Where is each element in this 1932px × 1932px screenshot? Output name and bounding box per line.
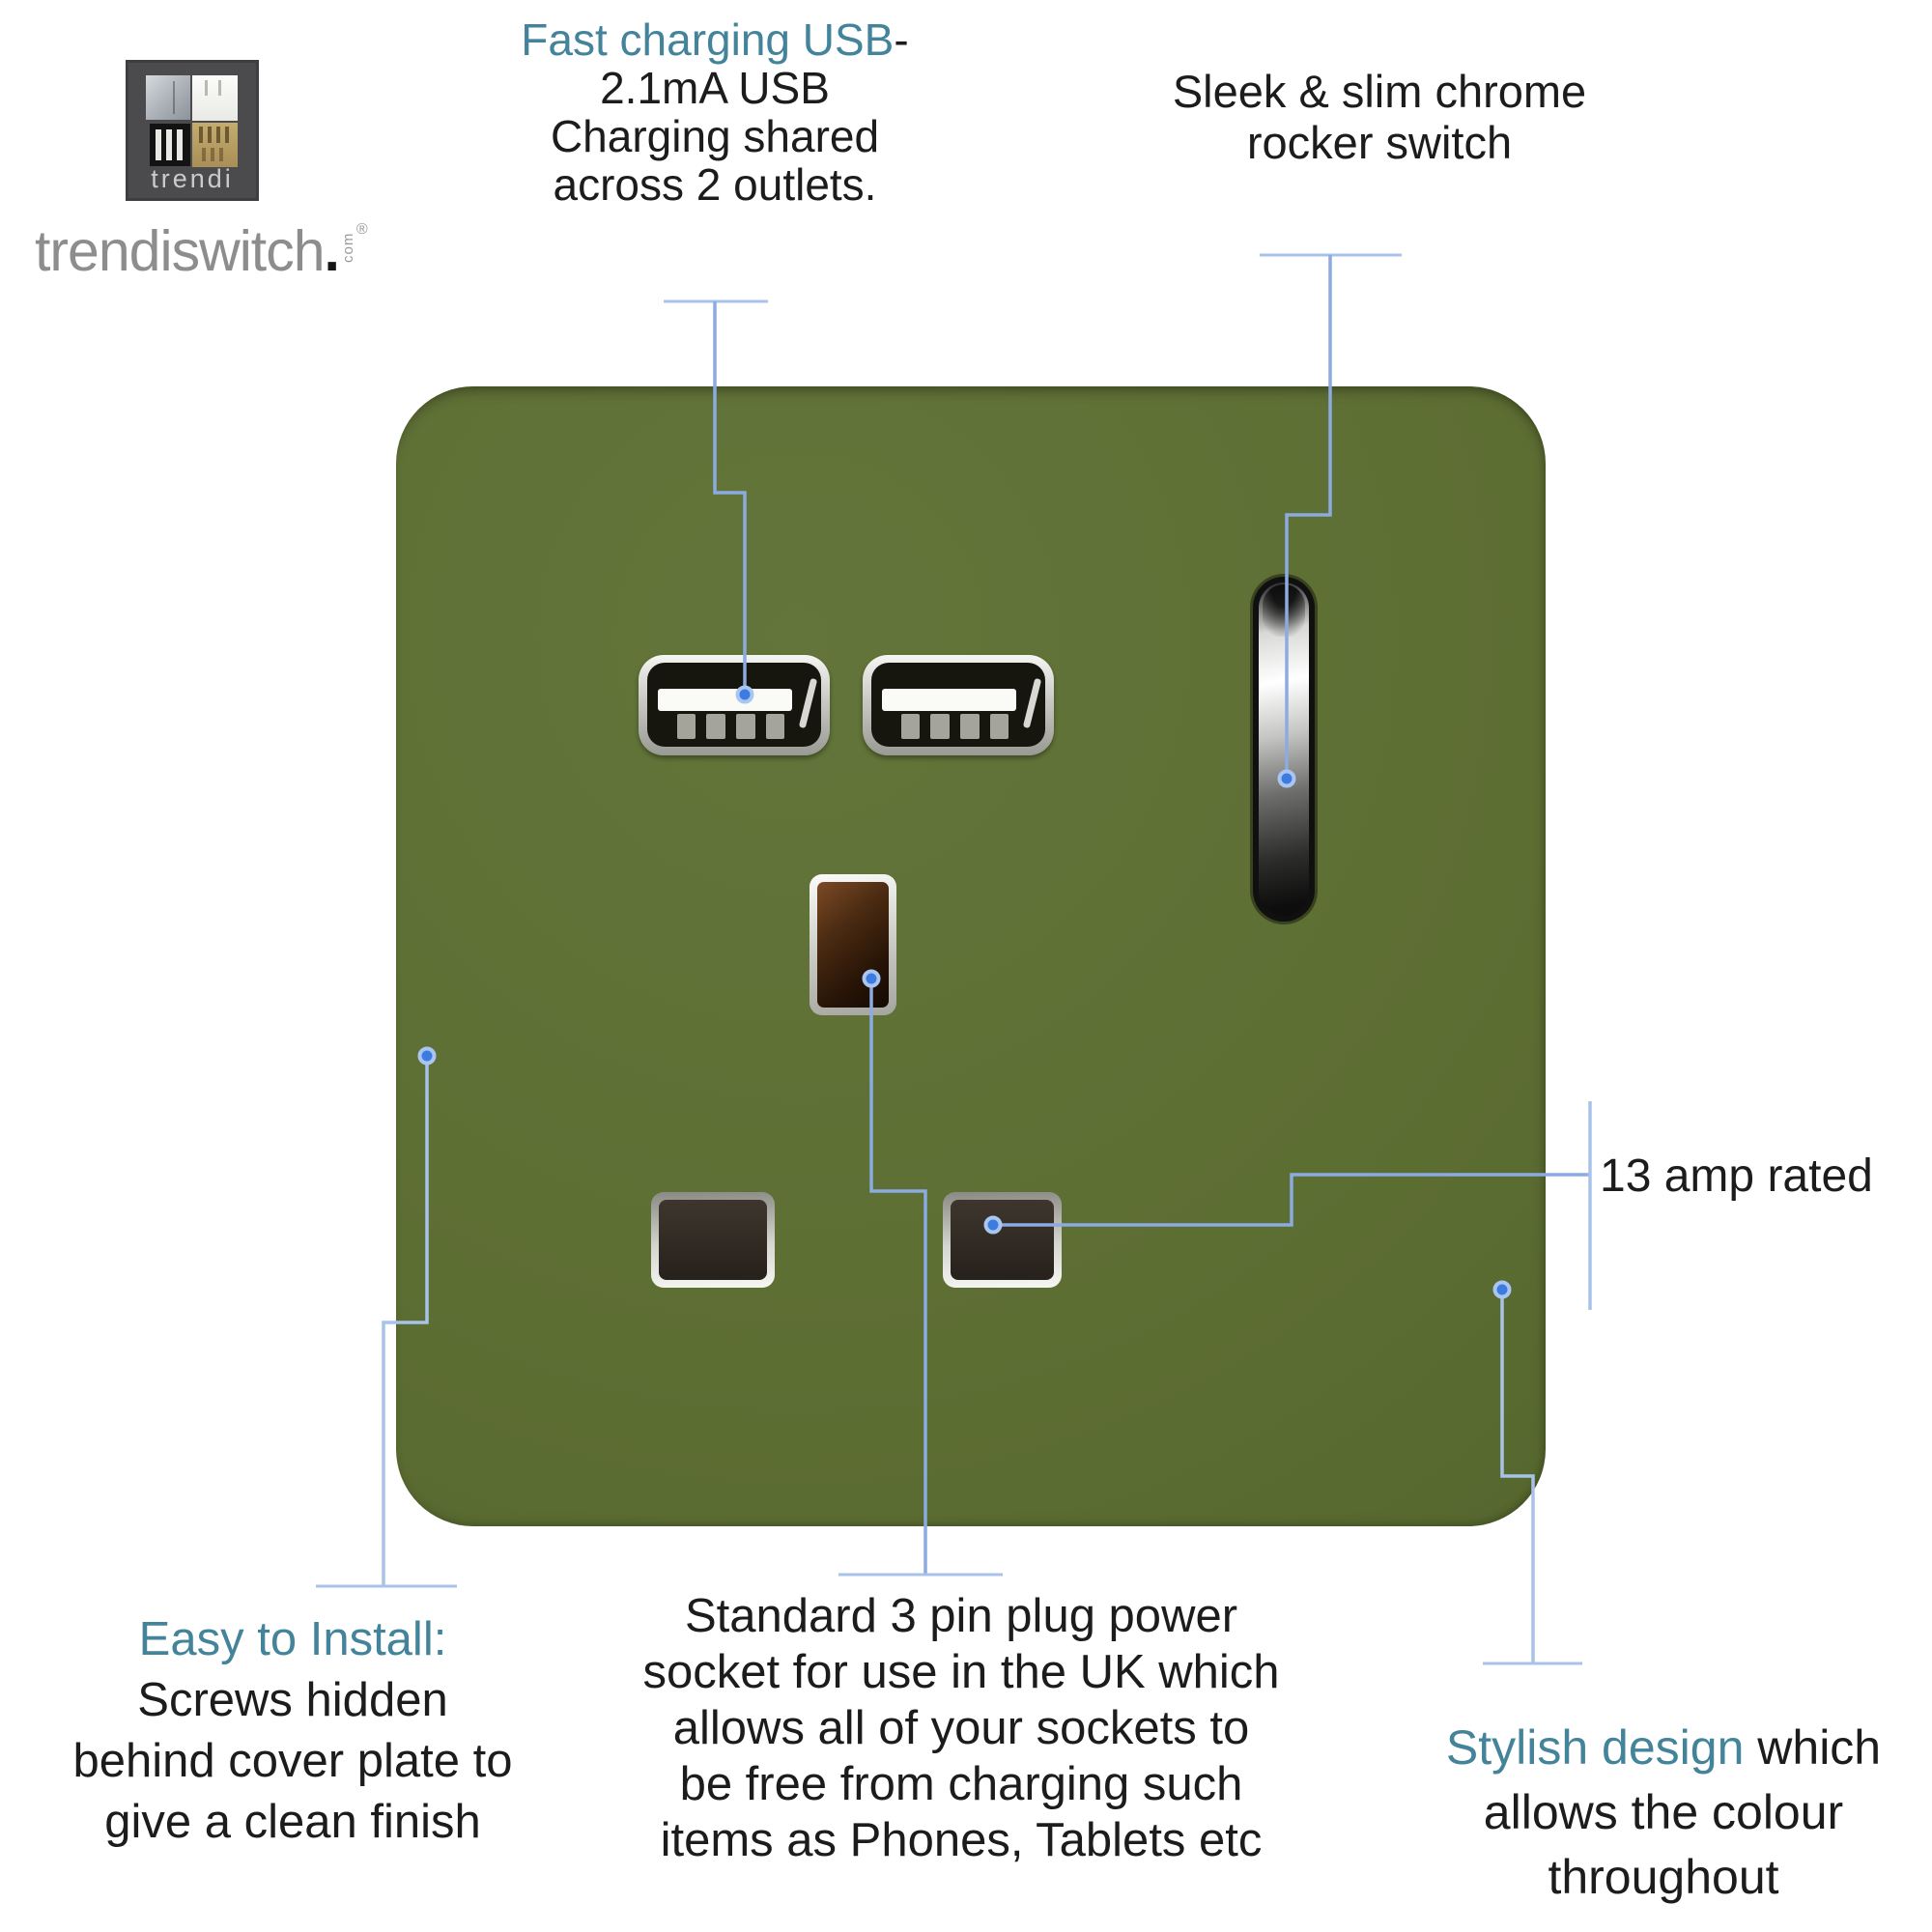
install-note-line: Screws hidden bbox=[137, 1674, 448, 1726]
logo-square-white-switch bbox=[192, 75, 238, 121]
stylish-note-rest: which bbox=[1744, 1720, 1882, 1775]
wordmark-dot: . bbox=[324, 219, 340, 283]
usb-port-left-slot bbox=[647, 663, 821, 747]
install-note-highlight: Easy to Install: bbox=[138, 1613, 447, 1665]
usb-feature-note: Fast charging USB- 2.1mA USB Charging sh… bbox=[521, 15, 908, 209]
stylish-feature-note: Stylish design which allows the colour t… bbox=[1446, 1716, 1881, 1910]
install-note-line: give a clean finish bbox=[104, 1796, 481, 1848]
amp-rating-note: 13 amp rated bbox=[1600, 1151, 1873, 1202]
logo-square-silver-switch bbox=[146, 75, 190, 120]
neutral-pin-hole bbox=[943, 1192, 1062, 1288]
socket-note-line: allows all of your sockets to bbox=[672, 1702, 1250, 1754]
usb-note-line: Charging shared bbox=[550, 111, 880, 161]
stylish-note-line: throughout bbox=[1548, 1850, 1779, 1904]
usb-port-right-slot bbox=[871, 663, 1045, 747]
usb-note-line: across 2 outlets. bbox=[553, 159, 877, 210]
usb-port-right bbox=[863, 655, 1054, 755]
socket-note-line: items as Phones, Tablets etc bbox=[660, 1814, 1263, 1866]
install-note-line: behind cover plate to bbox=[72, 1735, 513, 1787]
logo-square-black-switch bbox=[150, 124, 190, 166]
usb-note-highlight: Fast charging USB bbox=[521, 14, 895, 65]
earth-pin-hole bbox=[810, 874, 896, 1015]
socket-feature-note: Standard 3 pin plug power socket for use… bbox=[642, 1588, 1279, 1868]
brand-wordmark: trendiswitch.com® bbox=[35, 218, 368, 284]
install-feature-note: Easy to Install: Screws hidden behind co… bbox=[73, 1609, 513, 1853]
stylish-note-line: allows the colour bbox=[1483, 1785, 1844, 1839]
registered-mark: ® bbox=[355, 221, 368, 238]
wordmark-text: trendiswitch bbox=[35, 219, 326, 283]
logo-square-gold-switch bbox=[192, 123, 238, 167]
wordmark-tld: com bbox=[339, 232, 356, 263]
trendi-logo: trendi bbox=[126, 60, 259, 201]
socket-note-line: socket for use in the UK which bbox=[642, 1646, 1280, 1698]
rocker-note-line: Sleek & slim chrome bbox=[1172, 66, 1587, 117]
socket-note-line: Standard 3 pin plug power bbox=[684, 1590, 1238, 1642]
socket-note-line: be free from charging such bbox=[679, 1758, 1243, 1810]
rocker-feature-note: Sleek & slim chrome rocker switch bbox=[1173, 66, 1586, 168]
rocker-note-line: rocker switch bbox=[1246, 117, 1513, 168]
live-pin-hole bbox=[651, 1192, 775, 1288]
chrome-rocker-switch bbox=[1253, 577, 1315, 922]
socket-plate bbox=[396, 386, 1546, 1526]
logo-switch-grid bbox=[146, 75, 239, 170]
usb-note-line: 2.1mA USB bbox=[600, 63, 830, 113]
usb-port-left bbox=[639, 655, 830, 755]
usb-note-dash: - bbox=[894, 14, 909, 65]
stylish-note-highlight: Stylish design bbox=[1445, 1720, 1745, 1775]
logo-label: trendi bbox=[151, 164, 234, 193]
